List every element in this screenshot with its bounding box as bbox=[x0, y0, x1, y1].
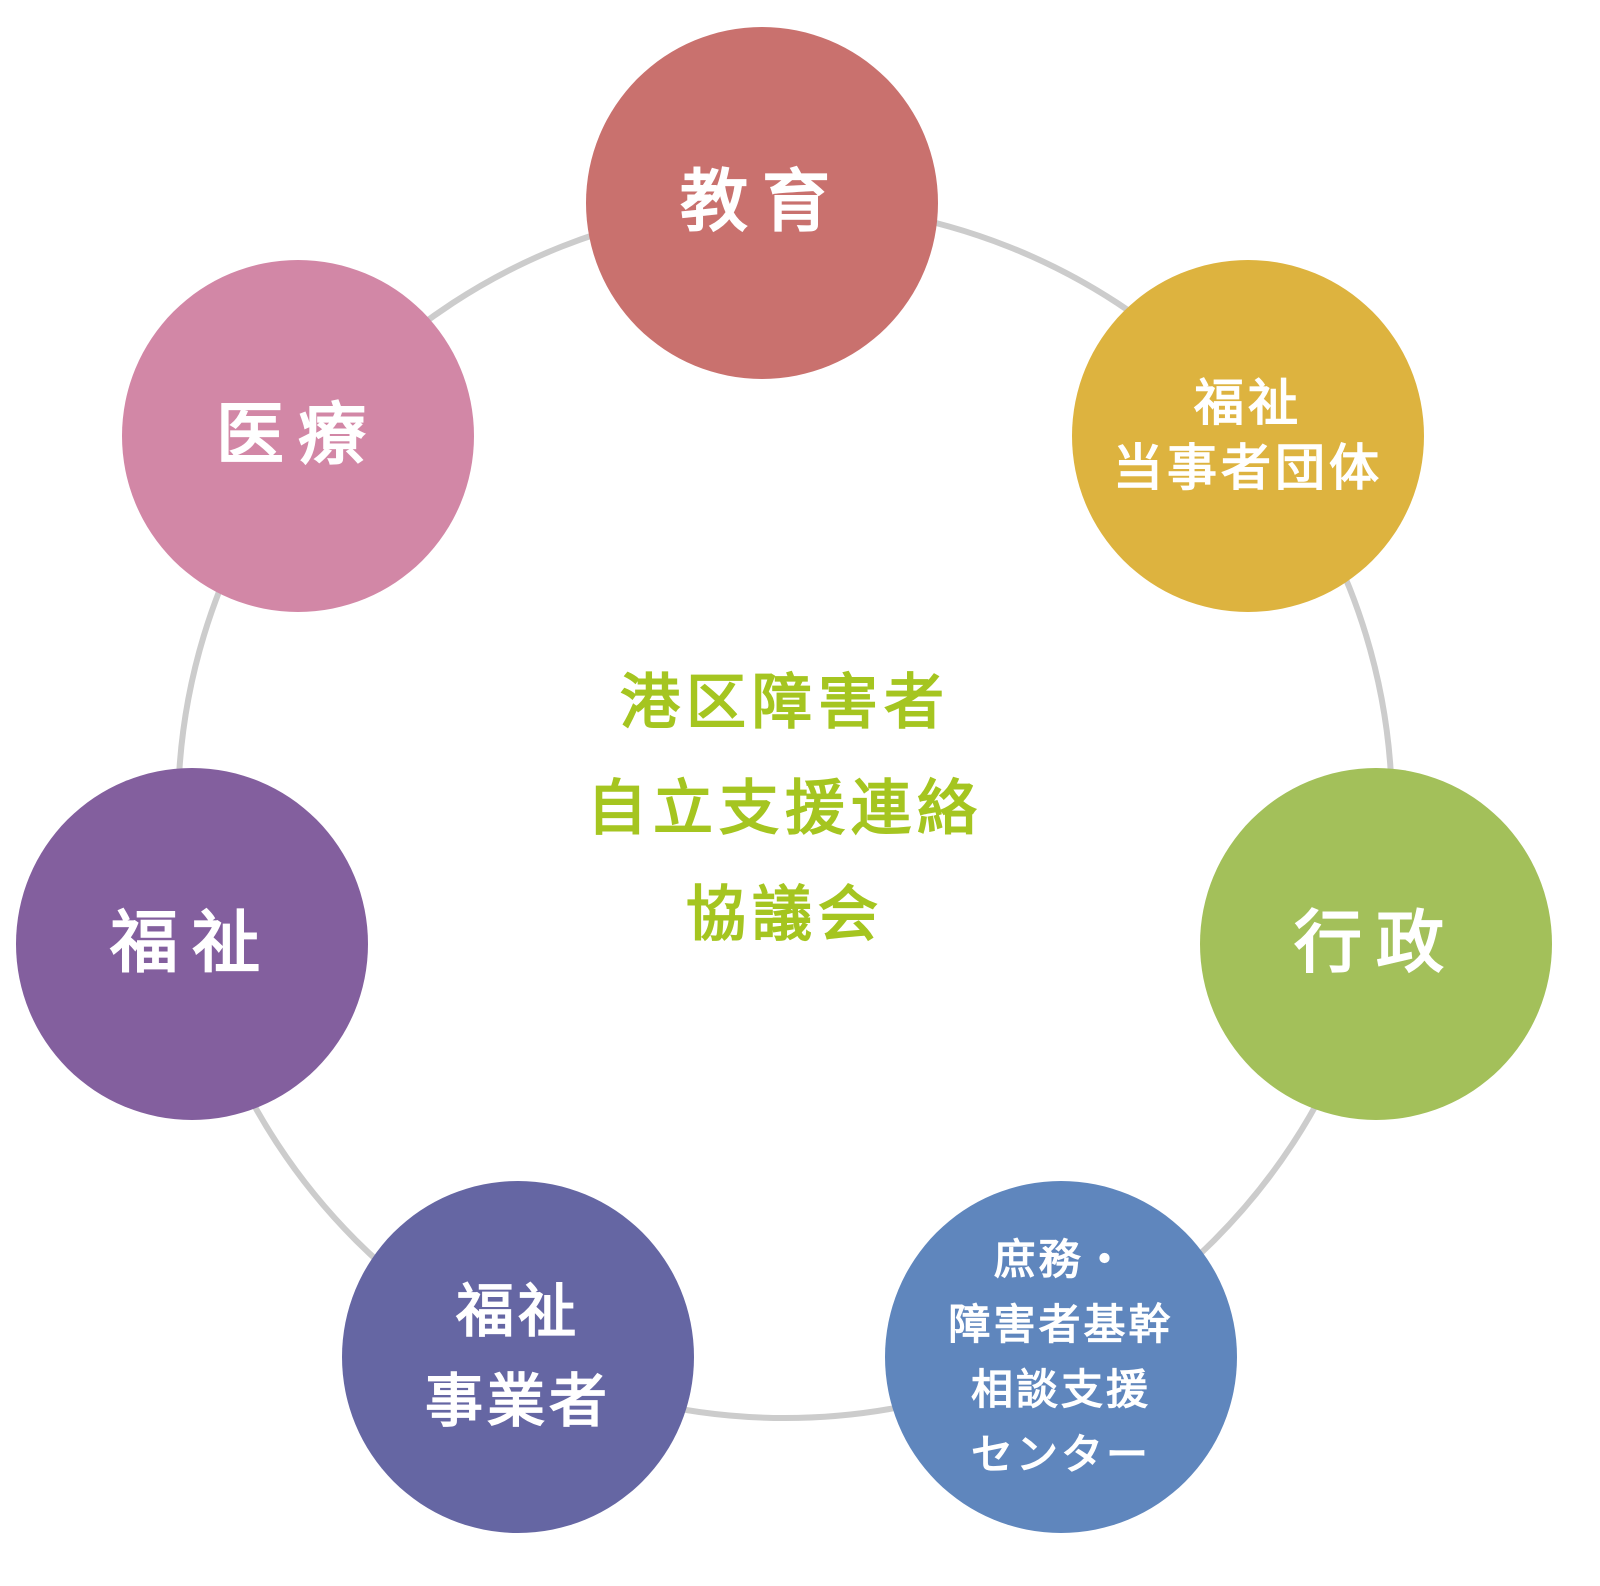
center-title-line-1: 港区障害者 bbox=[620, 668, 950, 738]
node-label: 事業者 bbox=[424, 1367, 611, 1435]
node-welfare-business: 福祉 事業者 bbox=[342, 1181, 694, 1533]
node-label: センター bbox=[970, 1430, 1151, 1480]
node-medical: 医療 bbox=[122, 260, 474, 612]
node-general-affairs-center: 庶務・ 障害者基幹 相談支援 センター bbox=[885, 1181, 1237, 1533]
node-label: 医療 bbox=[215, 395, 380, 475]
node-label: 福祉 bbox=[455, 1277, 580, 1346]
center-title-line-2: 自立支援連絡 bbox=[587, 774, 983, 844]
center-title-line-3: 協議会 bbox=[686, 880, 884, 950]
node-label: 障害者基幹 bbox=[948, 1299, 1174, 1349]
node-label: 福祉 bbox=[109, 903, 274, 983]
node-label: 福祉 bbox=[1194, 374, 1302, 432]
node-label: 当事者団体 bbox=[1113, 439, 1383, 497]
node-label: 相談支援 bbox=[970, 1365, 1151, 1414]
node-welfare-party-groups: 福祉 当事者団体 bbox=[1072, 260, 1424, 612]
node-label: 教育 bbox=[679, 162, 844, 242]
node-administration: 行政 bbox=[1200, 768, 1552, 1120]
node-label: 行政 bbox=[1293, 903, 1458, 983]
center-title: 港区障害者 自立支援連絡 協議会 bbox=[535, 650, 1035, 968]
node-label: 庶務・ bbox=[993, 1234, 1129, 1284]
node-education: 教育 bbox=[586, 27, 938, 379]
node-welfare: 福祉 bbox=[16, 768, 368, 1120]
